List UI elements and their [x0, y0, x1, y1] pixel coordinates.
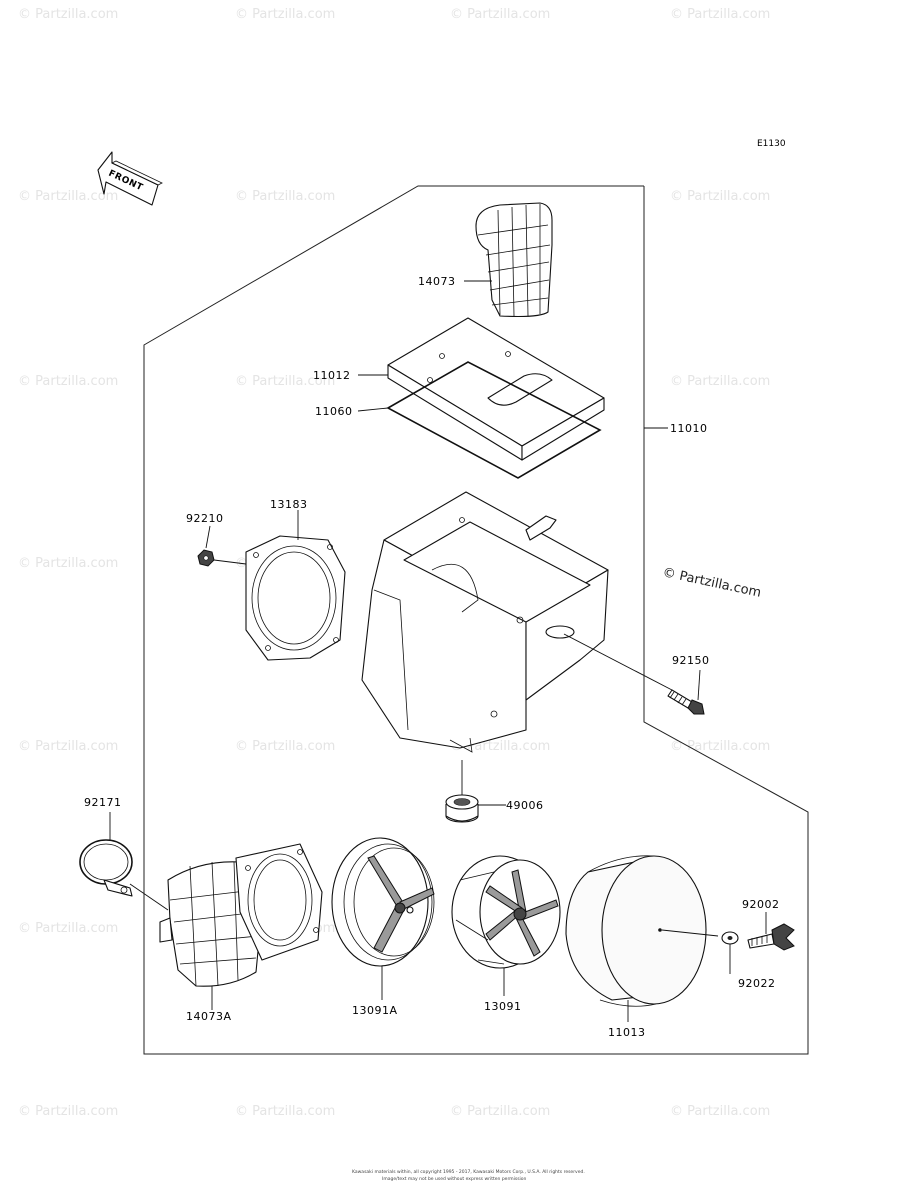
filter-cage-13091A	[331, 837, 435, 967]
part-label-13091A: 13091A	[352, 1004, 398, 1017]
watermark: © Partzilla.com	[18, 1104, 118, 1119]
washer-92022	[721, 931, 739, 945]
footer-line-1: Kawasaki materials within, all copyright…	[352, 1169, 585, 1175]
part-label-11013: 11013	[608, 1026, 646, 1039]
nut-92210	[197, 549, 215, 567]
gasket-13183	[245, 535, 346, 661]
grommet-49006	[445, 794, 479, 823]
part-label-92210: 92210	[186, 512, 224, 525]
watermark: © Partzilla.com	[18, 374, 118, 389]
watermark: © Partzilla.com	[670, 739, 770, 754]
watermark: © Partzilla.com	[18, 7, 118, 22]
gasket-11060	[386, 361, 602, 479]
part-label-92002: 92002	[742, 898, 780, 911]
watermark: © Partzilla.com	[18, 739, 118, 754]
part-label-14073: 14073	[418, 275, 456, 288]
watermark: © Partzilla.com	[450, 1104, 550, 1119]
watermark: © Partzilla.com	[18, 556, 118, 571]
front-arrow-icon: FRONT	[97, 151, 163, 206]
watermark: © Partzilla.com	[235, 7, 335, 22]
part-label-13183: 13183	[270, 498, 308, 511]
part-label-92022: 92022	[738, 977, 776, 990]
assembly-frame	[143, 185, 809, 1055]
watermark: © Partzilla.com	[235, 1104, 335, 1119]
filter-frame-13091	[451, 855, 561, 969]
copyright-watermark: © Partzilla.com	[661, 565, 762, 601]
watermark: © Partzilla.com	[670, 189, 770, 204]
part-label-92171: 92171	[84, 796, 122, 809]
watermark: © Partzilla.com	[235, 374, 335, 389]
bolt-92150	[667, 689, 705, 715]
wing-bolt-92002	[747, 923, 795, 951]
part-label-92150: 92150	[672, 654, 710, 667]
watermark: © Partzilla.com	[18, 189, 118, 204]
watermark: © Partzilla.com	[18, 921, 118, 936]
footer-line-2: Image/text may not be used without expre…	[382, 1176, 527, 1182]
air-box-housing	[361, 491, 609, 753]
watermark: © Partzilla.com	[670, 1104, 770, 1119]
part-label-11060: 11060	[315, 405, 353, 418]
duct-boot-14073A	[159, 843, 323, 987]
part-label-13091: 13091	[484, 1000, 522, 1013]
part-label-14073A: 14073A	[186, 1010, 232, 1023]
part-label-11012: 11012	[313, 369, 351, 382]
part-label-11010: 11010	[670, 422, 708, 435]
diagram-code: E1130	[757, 139, 786, 149]
foam-element-11013	[565, 855, 707, 1007]
watermark: © Partzilla.com	[450, 7, 550, 22]
watermark: © Partzilla.com	[235, 739, 335, 754]
watermark: © Partzilla.com	[670, 374, 770, 389]
watermark: © Partzilla.com	[670, 7, 770, 22]
clamp-92171	[79, 839, 133, 897]
duct-boot-14073	[475, 202, 553, 318]
part-label-49006: 49006	[506, 799, 544, 812]
watermark: © Partzilla.com	[235, 189, 335, 204]
